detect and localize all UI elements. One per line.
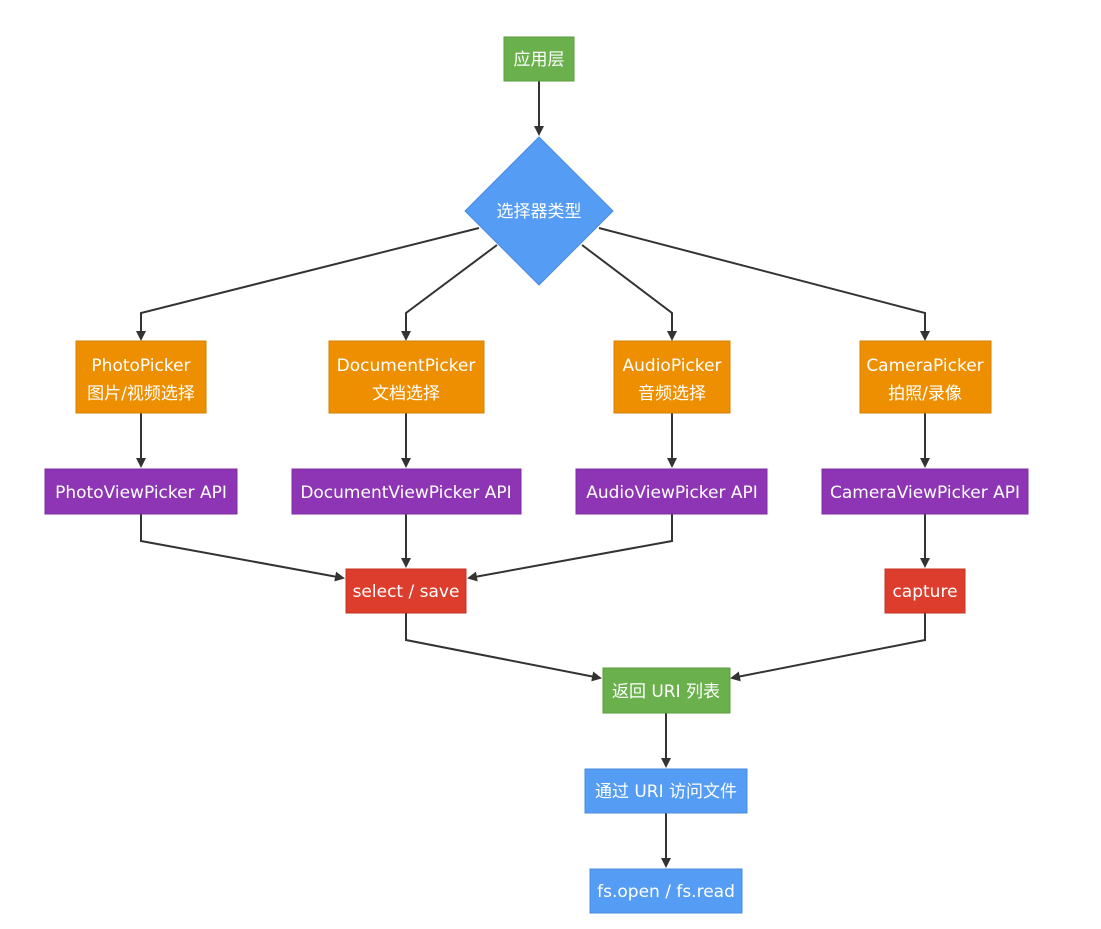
node-document-api-label: DocumentViewPicker API xyxy=(300,483,511,503)
node-camera-api-label: CameraViewPicker API xyxy=(830,483,1020,503)
node-return-uri: 返回 URI 列表 xyxy=(602,667,731,714)
node-photo-api-label: PhotoViewPicker API xyxy=(55,483,227,503)
node-camera-picker-line2: 拍照/录像 xyxy=(888,384,962,404)
node-select-save: select / save xyxy=(345,568,467,614)
node-document-picker: DocumentPicker 文档选择 xyxy=(328,340,485,414)
edges xyxy=(136,81,930,868)
edge-capture-to-return xyxy=(730,613,926,682)
node-fs-ops: fs.open / fs.read xyxy=(589,868,743,914)
node-selector-type-label: 选择器类型 xyxy=(497,202,582,222)
edge-selector-to-document xyxy=(401,244,498,341)
node-camera-picker: CameraPicker 拍照/录像 xyxy=(859,340,992,414)
node-photo-api: PhotoViewPicker API xyxy=(44,468,238,515)
node-selector-type: 选择器类型 xyxy=(464,136,614,286)
node-app-layer-label: 应用层 xyxy=(514,50,565,70)
node-photo-picker: PhotoPicker 图片/视频选择 xyxy=(75,340,207,414)
edge-selector-to-camera xyxy=(598,227,930,341)
edge-selector-to-audio xyxy=(581,244,677,341)
edge-selector-to-photo xyxy=(136,227,480,341)
node-audio-picker-line1: AudioPicker xyxy=(623,356,722,376)
edge-select-to-return xyxy=(405,613,602,682)
node-return-uri-label: 返回 URI 列表 xyxy=(612,682,720,702)
edge-photo-api-to-select xyxy=(140,514,345,582)
node-audio-api-label: AudioViewPicker API xyxy=(586,483,758,503)
node-capture: capture xyxy=(884,568,966,614)
node-fs-ops-label: fs.open / fs.read xyxy=(597,882,735,902)
node-photo-picker-line1: PhotoPicker xyxy=(91,356,190,376)
node-access-file: 通过 URI 访问文件 xyxy=(584,768,748,814)
node-audio-picker: AudioPicker 音频选择 xyxy=(613,340,731,414)
node-camera-picker-line1: CameraPicker xyxy=(866,356,983,376)
node-camera-api: CameraViewPicker API xyxy=(821,468,1029,515)
node-capture-label: capture xyxy=(892,582,957,602)
node-app-layer: 应用层 xyxy=(503,36,575,82)
node-select-save-label: select / save xyxy=(353,582,460,602)
node-document-api: DocumentViewPicker API xyxy=(291,468,522,515)
node-photo-picker-line2: 图片/视频选择 xyxy=(87,384,195,404)
node-document-picker-line1: DocumentPicker xyxy=(337,356,476,376)
edge-audio-api-to-select xyxy=(467,514,673,582)
node-audio-api: AudioViewPicker API xyxy=(575,468,768,515)
node-audio-picker-line2: 音频选择 xyxy=(638,384,706,404)
node-document-picker-line2: 文档选择 xyxy=(372,384,440,404)
node-access-file-label: 通过 URI 访问文件 xyxy=(595,782,737,802)
